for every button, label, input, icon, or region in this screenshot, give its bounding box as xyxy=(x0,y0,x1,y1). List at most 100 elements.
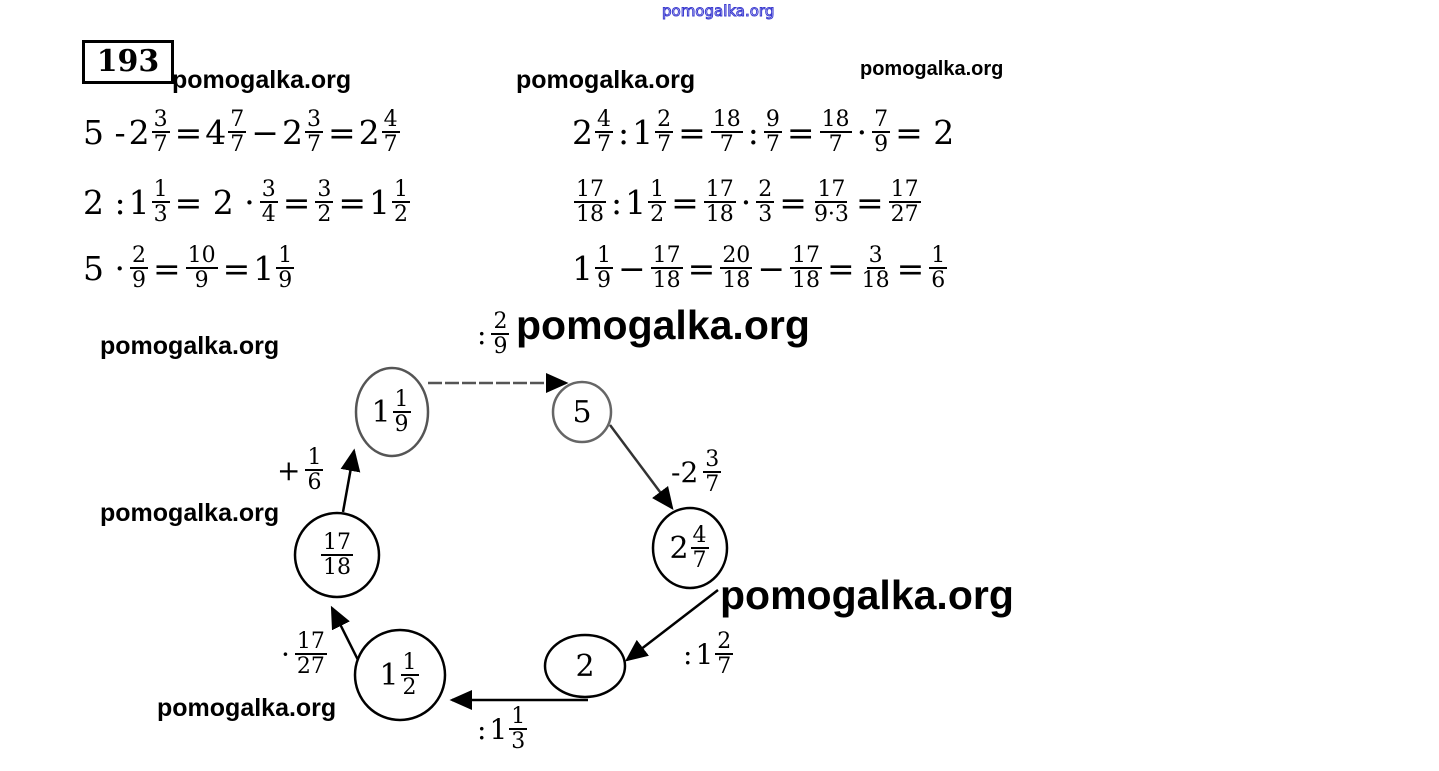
whole-part: 1 xyxy=(253,248,275,288)
denominator: 18 xyxy=(576,202,604,228)
arrow xyxy=(340,448,361,513)
denominator: 6 xyxy=(307,470,322,496)
expr-text: · xyxy=(856,112,868,152)
denominator: 3 xyxy=(153,202,168,228)
expr-text: = xyxy=(678,112,706,152)
denominator: 2 xyxy=(394,202,409,228)
expr-text: 5 · xyxy=(83,248,125,288)
denominator: 7 xyxy=(597,132,611,158)
denominator: 6 xyxy=(931,268,946,294)
denominator: 3 xyxy=(758,202,773,228)
denominator: 18 xyxy=(652,268,681,294)
numerator: 3 xyxy=(151,107,170,134)
numerator: 10 xyxy=(185,243,218,270)
watermark: pomogalka.org xyxy=(100,332,280,360)
whole-part: 1 xyxy=(572,248,593,288)
expr-text: = xyxy=(671,182,699,222)
expr-text: = xyxy=(152,248,181,288)
numerator: 4 xyxy=(595,107,613,134)
numerator: 17 xyxy=(703,177,736,204)
denominator: 18 xyxy=(705,202,734,228)
denominator: 7 xyxy=(657,132,672,158)
expr-text: · xyxy=(740,182,752,222)
numerator: 1 xyxy=(392,386,411,413)
numerator: 3 xyxy=(315,177,334,204)
numerator: 1 xyxy=(648,177,667,204)
expr-text: = xyxy=(222,248,251,288)
numerator: 2 xyxy=(491,309,510,336)
numerator: 3 xyxy=(304,107,323,134)
denominator: 18 xyxy=(861,268,890,294)
expr-text: 2 xyxy=(575,648,595,684)
watermark: pomogalka.org xyxy=(516,66,696,94)
numerator: 1 xyxy=(929,243,948,270)
watermark: pomogalka.org xyxy=(516,302,810,348)
numerator: 3 xyxy=(866,243,885,270)
numerator: 18 xyxy=(710,107,743,134)
denominator: 7 xyxy=(306,132,321,158)
numerator: 1 xyxy=(595,243,613,270)
watermark: pomogalka.org xyxy=(100,499,280,527)
whole-part: 2 xyxy=(572,112,593,152)
denominator: 7 xyxy=(705,472,720,498)
expr-text: 2 : xyxy=(83,182,126,222)
expr-text: = xyxy=(687,248,716,288)
numerator: 17 xyxy=(321,529,353,556)
denominator: 18 xyxy=(323,555,351,580)
node-circle xyxy=(354,366,430,458)
numerator: 9 xyxy=(763,107,782,134)
numerator: 18 xyxy=(819,107,852,134)
numerator: 7 xyxy=(872,107,891,134)
numerator: 3 xyxy=(259,177,278,204)
numerator: 1 xyxy=(276,243,295,270)
expr-text: = xyxy=(826,248,855,288)
expr-text: = xyxy=(786,112,815,152)
denominator: 9·3 xyxy=(813,202,849,228)
denominator: 7 xyxy=(692,548,707,573)
numerator: 4 xyxy=(381,107,400,134)
watermark: pomogalka.org xyxy=(157,694,337,722)
numerator: 17 xyxy=(888,177,921,204)
watermark-top: pomogalka.org xyxy=(661,2,775,21)
arrow xyxy=(625,589,719,662)
whole-part: 2 xyxy=(281,112,303,152)
expr-text: = xyxy=(338,182,367,222)
